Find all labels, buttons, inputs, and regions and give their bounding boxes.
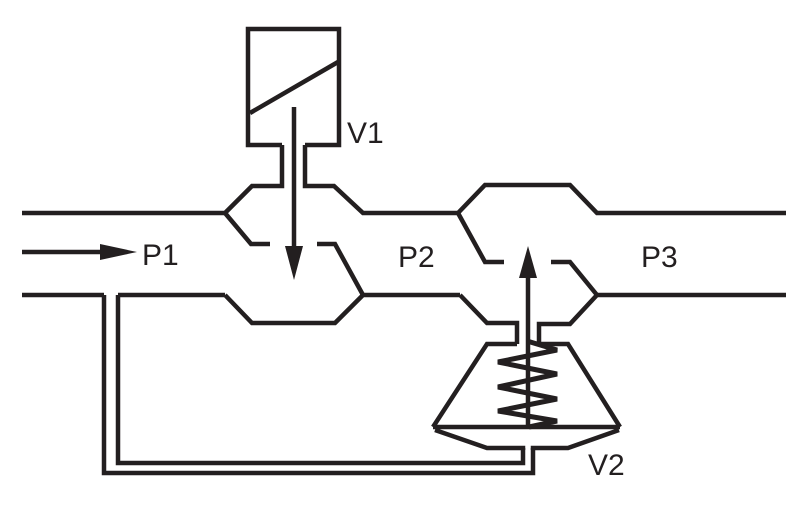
arrowheads xyxy=(100,244,537,280)
bottom-pipe-wall xyxy=(22,292,786,344)
v1-solenoid-box xyxy=(245,26,342,148)
v1-valve-seat xyxy=(223,211,365,297)
label-v1: V1 xyxy=(347,117,384,150)
pipe-linework xyxy=(22,26,786,476)
label-v2: V2 xyxy=(588,449,625,482)
feedback-pipe xyxy=(101,295,536,476)
top-pipe-wall xyxy=(22,145,786,216)
v1-solenoid-diagonal xyxy=(248,60,340,115)
v1-plunger-arrow-icon xyxy=(285,246,303,280)
v2-valve-seat xyxy=(456,211,599,297)
label-p2: P2 xyxy=(398,241,435,274)
v2-spring xyxy=(497,338,558,430)
v2-poppet-arrow-icon xyxy=(519,246,537,278)
label-p1: P1 xyxy=(142,239,179,272)
label-p3: P3 xyxy=(641,241,678,274)
diagram-labels: P1 P2 P3 V1 V2 xyxy=(142,117,678,482)
p1-flow-arrow-icon xyxy=(100,244,137,260)
